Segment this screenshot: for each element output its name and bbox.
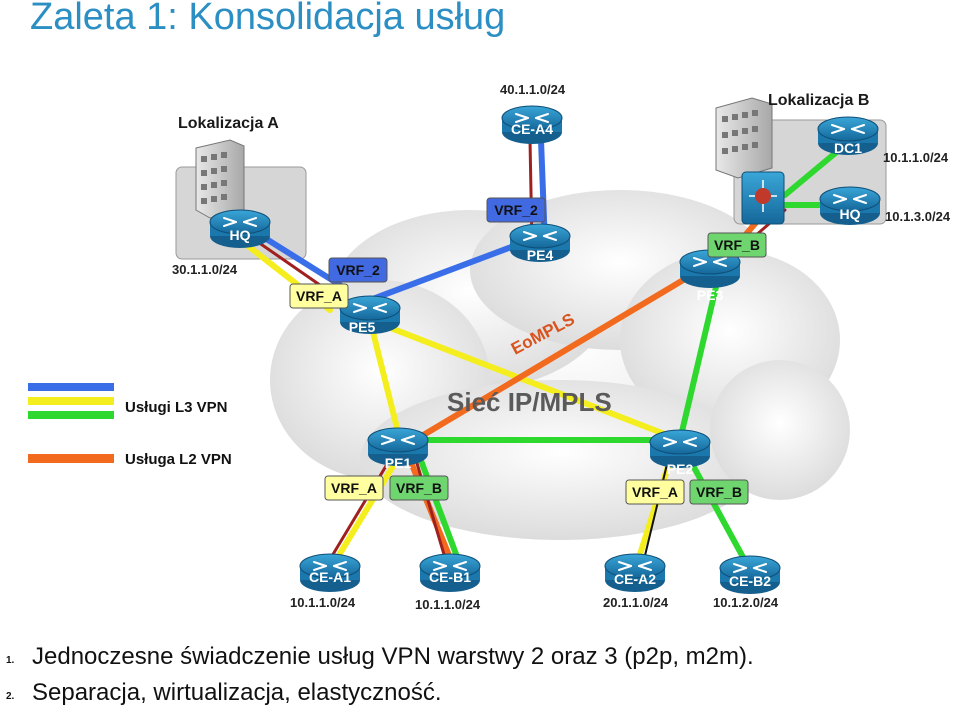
subnet-hq-b: 10.1.3.0/24 — [885, 209, 951, 224]
legend-l2-label: Usługa L2 VPN — [125, 451, 232, 468]
bullet-number: 2. — [6, 691, 15, 702]
l3-switch-icon — [741, 171, 785, 225]
router-label: HQ — [840, 206, 861, 222]
vrf-label-b: VRF_B — [707, 232, 767, 258]
bullet-number: 1. — [6, 655, 15, 666]
router-label: CE-B2 — [729, 573, 771, 589]
router-pe5: PE5 — [339, 295, 401, 335]
vrf-label-text: VRF_A — [331, 480, 377, 496]
link-line — [327, 455, 401, 573]
site-b-label: Lokalizacja B — [768, 92, 869, 109]
network-label: Sieć IP/MPLS — [447, 387, 612, 417]
router-label: PE1 — [385, 455, 412, 471]
router-ce-a1: CE-A1 — [299, 553, 361, 592]
vrf-label-two: VRF_2 — [328, 257, 388, 283]
router-arrows-icon — [223, 217, 257, 227]
link-line — [367, 237, 533, 303]
router-arrows-icon — [523, 231, 557, 241]
bullet-text: Separacja, wirtualizacja, elastyczność. — [32, 679, 442, 706]
router-pe1: PE1 — [367, 427, 429, 471]
router-arrows-icon — [618, 561, 652, 571]
link-line — [677, 267, 723, 443]
legend-l3-label: Usługi L3 VPN — [125, 399, 228, 416]
router-arrows-icon — [833, 194, 867, 204]
router-label: CE-B1 — [429, 569, 471, 585]
link-line — [367, 317, 683, 443]
legend: Usługi L3 VPN Usługa L2 VPN — [28, 383, 232, 468]
link-line — [367, 317, 403, 443]
router-label: PE3 — [697, 287, 724, 303]
vrf-label-text: VRF_B — [396, 480, 442, 496]
building-icon — [715, 97, 773, 179]
router-arrows-icon — [515, 113, 549, 123]
router-ce-a4: CE-A4 — [501, 105, 563, 144]
router-dc1: DC1 — [817, 116, 879, 156]
vrf-label-a: VRF_A — [289, 283, 349, 309]
router-arrows-icon — [831, 124, 865, 134]
vrf-label-text: VRF_A — [632, 484, 678, 500]
vrf-label-text: VRF_A — [296, 288, 342, 304]
vrf-label-text: VRF_2 — [494, 202, 538, 218]
subnet-ce-b1: 10.1.1.0/24 — [415, 597, 481, 612]
router-label: PE5 — [349, 319, 376, 335]
legend-orange-swatch — [28, 454, 114, 463]
router-hq-a: HQ — [209, 209, 271, 248]
bullet-text: Jednoczesne świadczenie usług VPN warstw… — [32, 643, 754, 670]
legend-yellow-swatch — [28, 397, 114, 405]
vrf-label-two: VRF_2 — [486, 197, 546, 223]
vrf-label-b: VRF_B — [389, 475, 449, 501]
vrf-label-a: VRF_A — [324, 475, 384, 501]
legend-blue-swatch — [28, 383, 114, 391]
vrf-label-a: VRF_A — [625, 479, 685, 505]
router-arrows-icon — [313, 561, 347, 571]
building-icon — [195, 139, 245, 219]
vrf-label-b: VRF_B — [689, 479, 749, 505]
router-arrows-icon — [663, 437, 697, 447]
router-arrows-icon — [353, 303, 387, 313]
subnet-ce-a2: 20.1.1.0/24 — [603, 595, 669, 610]
router-label: HQ — [230, 227, 251, 243]
legend-green-swatch — [28, 411, 114, 419]
router-label: CE-A4 — [511, 121, 553, 137]
subnet-ce-b2: 10.1.2.0/24 — [713, 595, 779, 610]
link-line — [641, 459, 669, 569]
subnet-ce-a4: 40.1.1.0/24 — [500, 82, 566, 97]
router-pe2: PE2 — [649, 429, 711, 477]
router-pe3: PE3 — [679, 249, 741, 303]
router-arrows-icon — [381, 435, 415, 445]
router-ce-b1: CE-B1 — [419, 553, 481, 592]
router-hq-b: HQ — [819, 186, 881, 225]
router-label: CE-A2 — [614, 571, 656, 587]
link-line — [687, 457, 753, 573]
site-a-label: Lokalizacja A — [178, 115, 279, 132]
router-ce-b2: CE-B2 — [719, 555, 781, 594]
router-label: PE4 — [527, 247, 554, 263]
vrf-label-text: VRF_B — [714, 237, 760, 253]
link-line — [324, 454, 394, 568]
subnet-ce-a1: 10.1.1.0/24 — [290, 595, 356, 610]
router-arrows-icon — [433, 561, 467, 571]
router-label: PE2 — [667, 461, 694, 477]
router-pe4: PE4 — [509, 223, 571, 263]
vrf-label-text: VRF_B — [696, 484, 742, 500]
slide-title: Zaleta 1: Konsolidacja usług — [30, 0, 506, 38]
vrf-label-text: VRF_2 — [336, 262, 380, 278]
router-label: DC1 — [834, 140, 862, 156]
link-line — [412, 267, 703, 443]
subnet-dc1: 10.1.1.0/24 — [883, 150, 949, 165]
router-label: CE-A1 — [309, 569, 351, 585]
router-arrows-icon — [693, 257, 727, 267]
router-arrows-icon — [733, 563, 767, 573]
subnet-hq-a: 30.1.1.0/24 — [172, 262, 238, 277]
router-ce-a2: CE-A2 — [604, 553, 666, 592]
